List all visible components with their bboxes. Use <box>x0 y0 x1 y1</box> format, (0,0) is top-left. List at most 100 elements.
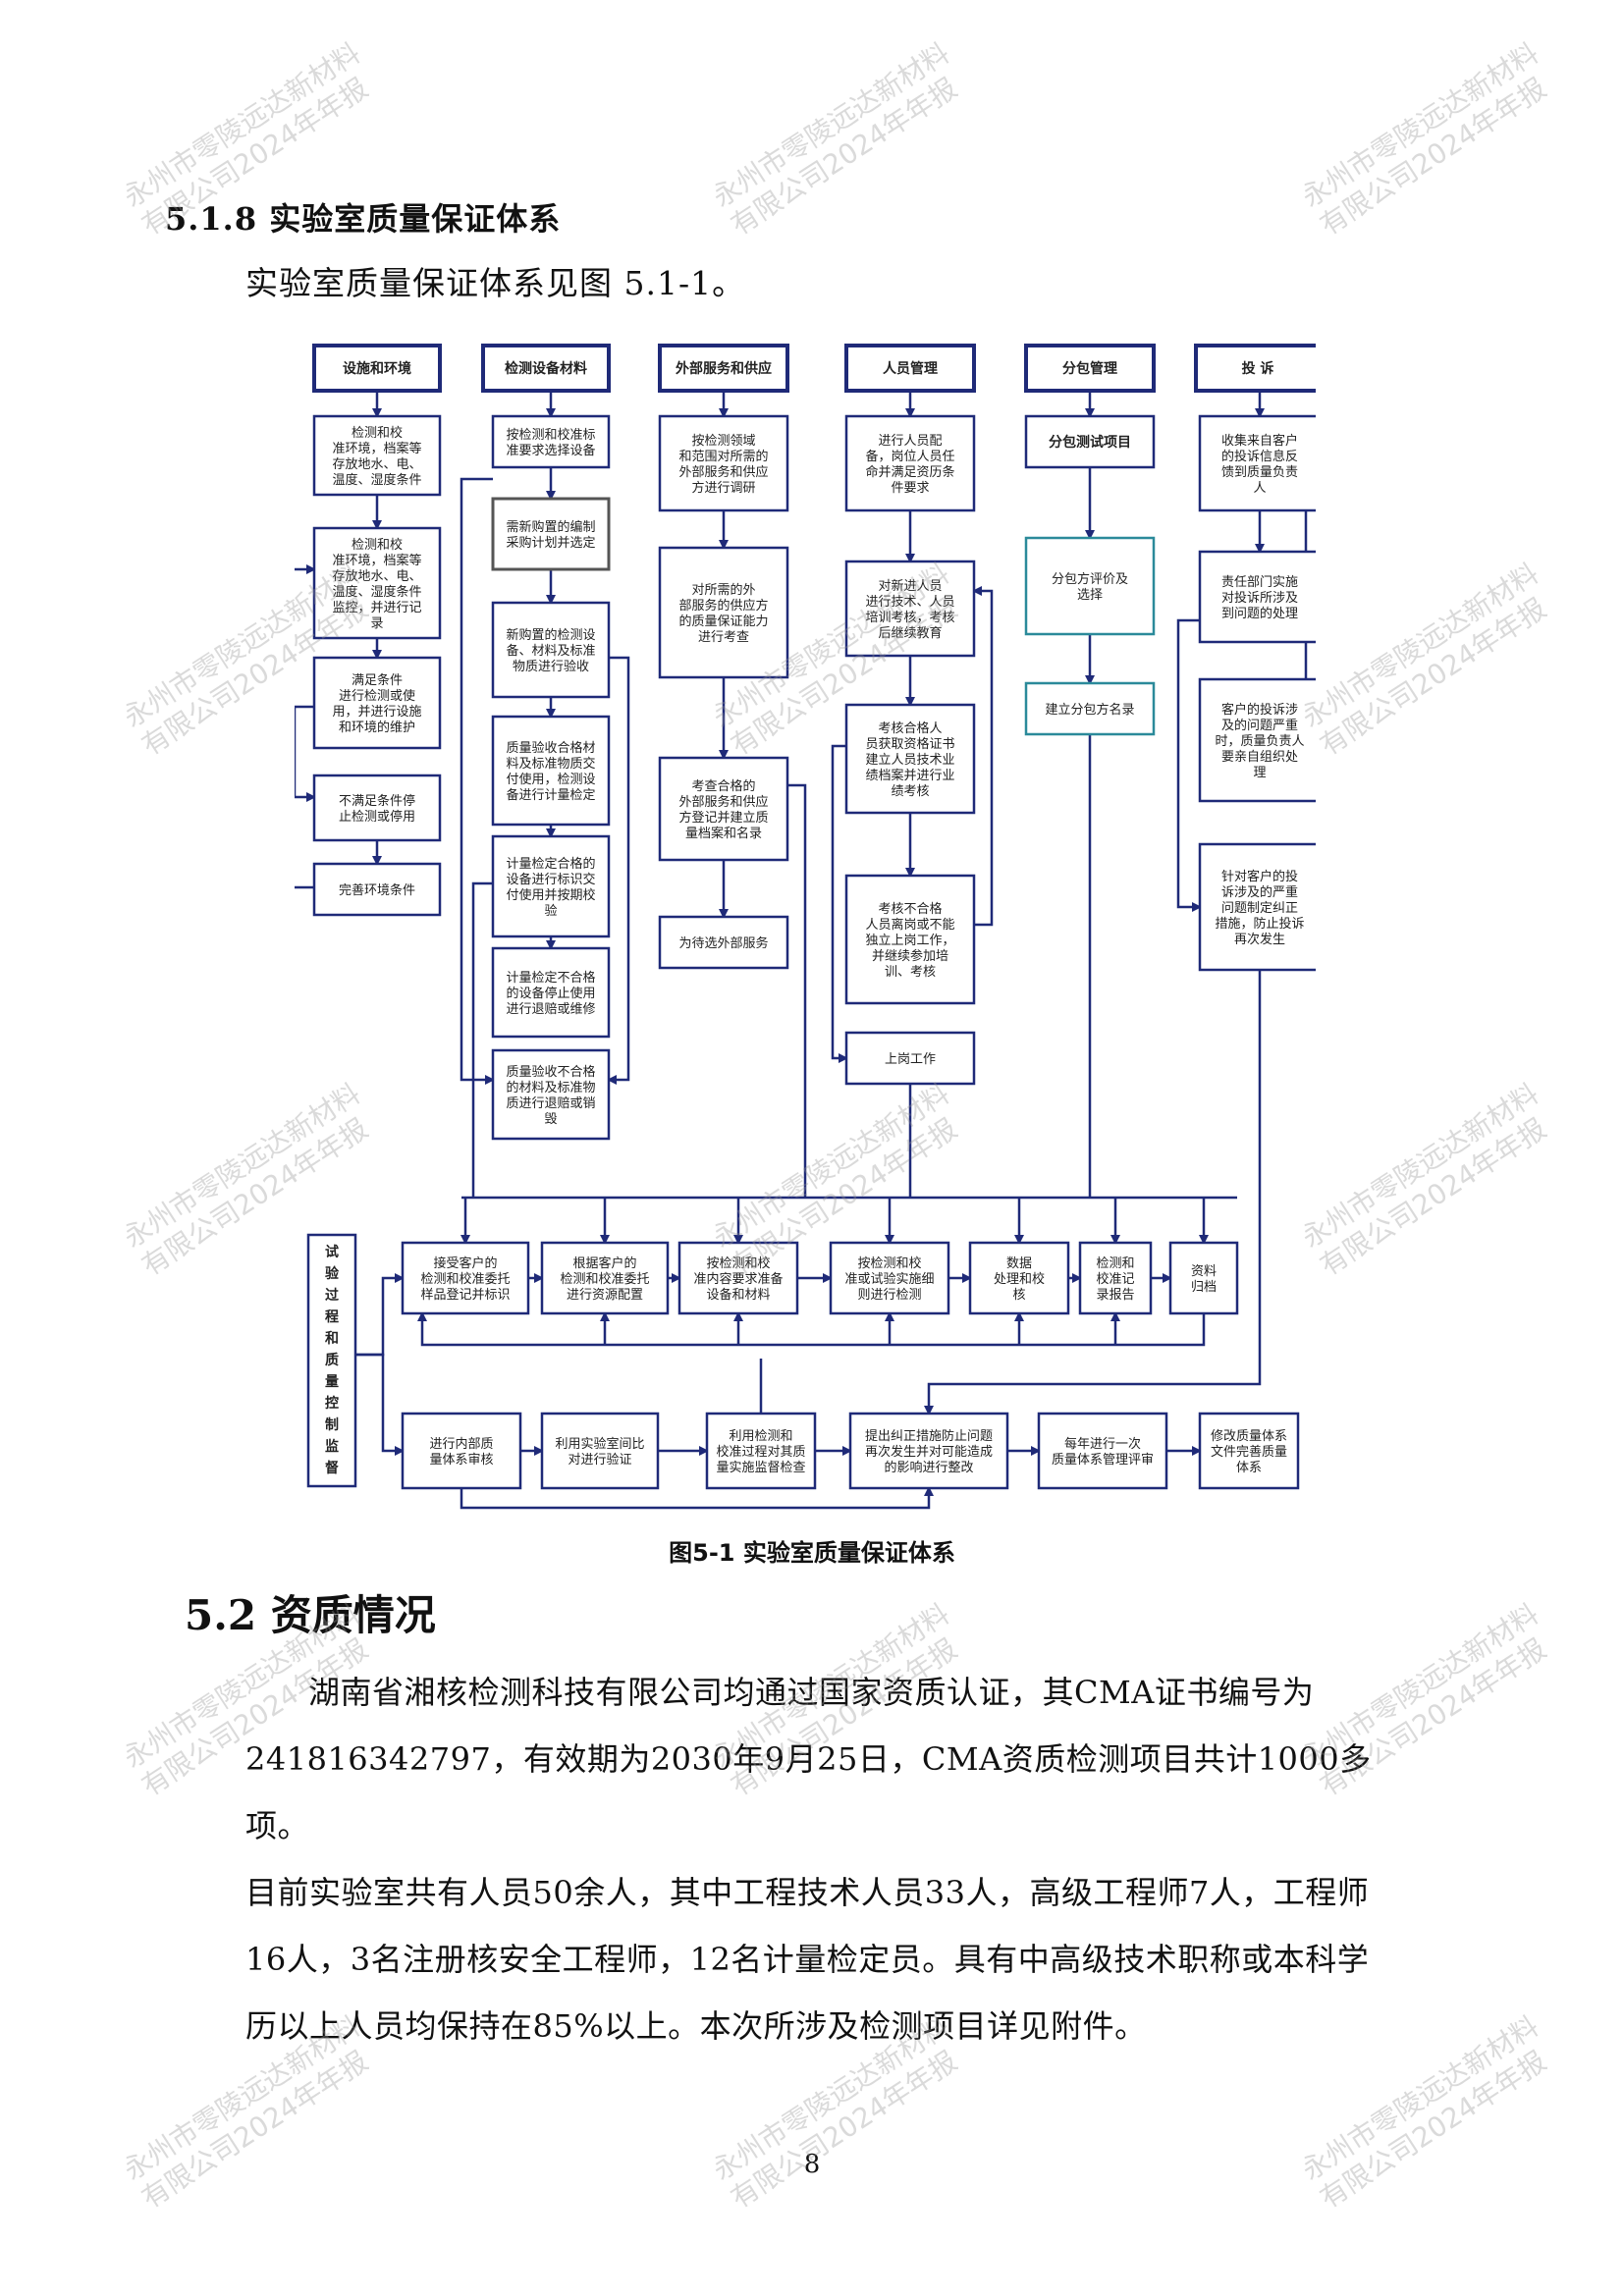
facility-step-1-text: 检测和校 <box>352 425 403 441</box>
process-step-5-text: 数据 <box>1006 1256 1032 1271</box>
supplier-step-1-text: 方进行调研 <box>691 480 755 496</box>
personnel-step-1-text: 进行人员配 <box>878 434 942 449</box>
review-step-3-text: 利用检测和 <box>729 1429 792 1444</box>
subcontract-step-2-text: 分包方评价及 <box>1052 571 1128 587</box>
personnel-step-3-text: 员获取资格证书 <box>865 736 954 752</box>
process-step-2-text: 进行资源配置 <box>567 1288 643 1303</box>
paragraph-line: 目前实验室共有人员50余人，其中工程技术人员33人，高级工程师7人，工程师 <box>245 1874 1370 1911</box>
facility-step-3-text: 满足条件 <box>352 672 403 688</box>
flow-connector <box>607 656 630 1085</box>
facility-step-2-text: 检测和校 <box>352 537 403 553</box>
supplier-step-1-text: 外部服务和供应 <box>678 464 768 480</box>
flow-connector <box>295 705 316 802</box>
equipment-step-3-text: 物质进行验收 <box>513 659 589 674</box>
flow-connector <box>924 970 1262 1415</box>
personnel-step-4-text: 并继续参加培 <box>872 948 948 964</box>
complaint-step-1-text: 的投诉信息反 <box>1221 449 1298 464</box>
review-step-2-text: 利用实验室间比 <box>555 1436 644 1452</box>
svg-text:试: 试 <box>325 1244 339 1260</box>
subcontract-step-3-text: 建立分包方名录 <box>1045 702 1134 718</box>
personnel-step-1-text: 件要求 <box>891 481 929 496</box>
column-header-4-text: 人员管理 <box>883 360 938 377</box>
equipment-step-4-text: 质量验收合格材 <box>506 740 595 756</box>
process-step-3-text: 准内容要求准备 <box>693 1271 783 1287</box>
complaint-step-2-text: 到问题的处理 <box>1221 606 1298 621</box>
equipment-step-1-text: 按检测和校准标 <box>506 427 595 443</box>
svg-text:验: 验 <box>325 1265 340 1282</box>
column-header-1-text: 设施和环境 <box>343 360 411 377</box>
paragraph-line: 湖南省湘核检测科技有限公司均通过国家资质认证，其CMA证书编号为 <box>308 1674 1315 1711</box>
subcontract-step-1-text: 分包测试项目 <box>1049 434 1131 451</box>
equipment-step-4-text: 付使用，检测设 <box>506 772 595 787</box>
equipment-step-6-text: 进行退赔或维修 <box>506 1002 595 1017</box>
page-number: 8 <box>803 2150 821 2179</box>
figure-caption: 图5-1 实验室质量保证体系 <box>669 1539 955 1567</box>
equipment-step-3-text: 新购置的检测设 <box>506 627 595 643</box>
process-step-6-text: 检测和 <box>1096 1256 1134 1271</box>
process-step-2-text: 根据客户的 <box>572 1255 636 1271</box>
column-header-4: 人员管理 <box>844 344 976 393</box>
review-step-4-text: 再次发生并对可能造成 <box>865 1444 993 1460</box>
supplier-step-1-text: 和范围对所需的 <box>678 449 768 464</box>
facility-step-3-text: 和环境的维护 <box>339 720 415 735</box>
personnel-step-5: 上岗工作 <box>844 1031 976 1086</box>
flow-connector <box>1176 618 1202 912</box>
column-header-2-text: 检测设备材料 <box>505 360 587 377</box>
review-step-5-text: 每年进行一次 <box>1064 1436 1141 1452</box>
intro-text: 实验室质量保证体系见图 5.1-1。 <box>245 264 746 302</box>
equipment-step-4-text: 料及标准物质交 <box>506 756 595 772</box>
review-step-6-text: 修改质量体系 <box>1211 1429 1287 1444</box>
personnel-step-5-text: 上岗工作 <box>885 1052 936 1067</box>
equipment-step-5-text: 付使用并按期校 <box>506 887 595 903</box>
facility-step-2-text: 监控，并进行记 <box>332 601 421 615</box>
facility-step-1-text: 温度、湿度条件 <box>332 472 421 488</box>
facility-step-4-text: 不满足条件停 <box>339 793 415 809</box>
process-step-4-text: 则进行检测 <box>857 1288 921 1303</box>
personnel-step-4-text: 考核不合格 <box>878 901 942 917</box>
flow-connector <box>972 586 994 927</box>
flow-connector <box>460 1486 934 1510</box>
complaint-step-2-text: 对投诉所涉及 <box>1221 590 1298 606</box>
complaint-step-4-text: 措施，防止投诉 <box>1215 916 1304 932</box>
personnel-step-3-text: 绩考核 <box>891 784 929 799</box>
column-header-6-text: 投 诉 <box>1242 360 1274 377</box>
process-step-5-text: 核 <box>1012 1288 1025 1303</box>
complaint-step-4-text: 诉涉及的严重 <box>1221 884 1298 900</box>
supplier-step-2-text: 对所需的外 <box>691 582 755 598</box>
supplier-step-2-text: 部服务的供应方 <box>678 598 768 614</box>
equipment-step-7-text: 质量验收不合格 <box>506 1064 595 1080</box>
personnel-step-1-text: 备，岗位人员任 <box>865 449 954 464</box>
personnel-step-4-text: 独立上岗工作， <box>865 934 954 948</box>
equipment-step-6-text: 计量检定不合格 <box>506 970 595 986</box>
review-step-3-text: 量实施监督检查 <box>716 1461 805 1475</box>
equipment-step-6-text: 的设备停止使用 <box>506 986 595 1001</box>
column-header-1: 设施和环境 <box>312 344 442 393</box>
personnel-step-2-text: 对新进人员 <box>878 578 942 594</box>
supplier-step-2-text: 进行考查 <box>698 630 749 645</box>
facility-step-4-text: 止检测或停用 <box>339 809 415 825</box>
process-step-2-text: 检测和校准委托 <box>560 1271 649 1287</box>
